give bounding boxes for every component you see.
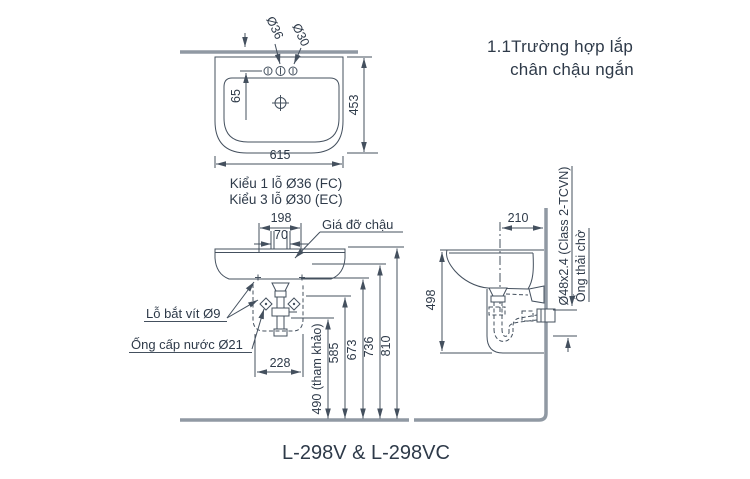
basin-outline-front — [214, 248, 346, 280]
front-view: 198 70 Giá đỡ chậu Lỗ bắt vít Ø9 Ống cấp… — [129, 211, 409, 422]
hole-ec-label: Ø30 — [289, 21, 312, 48]
dimension-bowl-bottom-673: 673 — [345, 279, 366, 419]
dim-198-label: 198 — [271, 211, 292, 225]
drain-spec-callout: Ø48x2.4 (Class 2-TCVN) — [557, 166, 575, 306]
supply-pipe-label: Ống cấp nước Ø21 — [131, 337, 243, 352]
p-trap-side — [488, 287, 538, 342]
waiting-drain-label: Ống thải chờ — [573, 230, 588, 302]
dimension-bolt-span-198: 198 — [258, 211, 302, 253]
waiting-drain-callout: Ống thải chờ — [573, 228, 590, 302]
dimension-hole-offset: 65 — [229, 70, 262, 120]
dim-210-label: 210 — [508, 211, 529, 225]
dim-585-label: 585 — [327, 343, 341, 364]
screw-hole-callout: Lỗ bắt vít Ø9 — [144, 281, 259, 322]
top-view: Ø36 Ø30 65 453 615 Kiểu 1 lỗ Ø36 (FC) Ki… — [180, 14, 378, 207]
height-extension-lines — [291, 246, 404, 319]
dim-498-label: 498 — [424, 290, 438, 311]
heading-line-2: chân chậu ngắn — [510, 60, 634, 79]
dimension-height-498: 498 — [424, 249, 492, 354]
wall-bracket-side — [528, 285, 545, 304]
dimension-bracket-height-736: 736 — [362, 265, 383, 419]
bracket-callout: Giá đỡ chậu — [294, 217, 403, 259]
dim-228-label: 228 — [270, 356, 291, 370]
drain-spec-label: Ø48x2.4 (Class 2-TCVN) — [557, 167, 571, 306]
overflow-drain-icon — [272, 95, 289, 111]
heading-line-1: 1.1Trường hợp lắp — [487, 37, 633, 56]
dim-453-label: 453 — [347, 95, 361, 116]
supply-pipe-marks — [259, 297, 301, 311]
dimension-trap-height-585: 585 — [327, 297, 348, 419]
dim-810-label: 810 — [379, 336, 393, 357]
model-title: L-298V & L-298VC — [282, 442, 450, 464]
dim-490-label: 490 (tham khảo) — [310, 323, 324, 414]
dimension-drain-to-wall-210: 210 — [502, 211, 543, 231]
basin-profile-side — [446, 249, 544, 290]
dimension-bracket-span-70: 70 — [254, 228, 308, 247]
side-view: 210 498 Ø48x2.4 (Class 2-TCVN) Ống thải … — [414, 166, 590, 422]
supply-pipe-callout: Ống cấp nước Ø21 — [129, 308, 265, 353]
dimension-width-615: 615 — [214, 148, 344, 168]
basin-inner-bowl-top — [223, 77, 340, 143]
dimension-rim-height-810: 810 — [379, 248, 400, 419]
bracket-bolt-line — [505, 293, 529, 296]
dim-70-label: 70 — [274, 228, 288, 242]
hole-fc-label: Ø36 — [263, 14, 286, 41]
section-heading: 1.1Trường hợp lắp chân chậu ngắn — [487, 37, 634, 79]
drain-assembly-front — [271, 282, 297, 337]
dim-615-label: 615 — [270, 148, 291, 162]
top-view-caption-1: Kiểu 1 lỗ Ø36 (FC) — [230, 176, 343, 191]
faucet-holes-icon — [263, 66, 298, 76]
dimension-pedestal-width-228: 228 — [254, 334, 304, 377]
dimension-supply-height-490: 490 (tham khảo) — [310, 319, 331, 419]
wall-and-floor-side-view — [414, 208, 548, 422]
screw-hole-label: Lỗ bắt vít Ø9 — [146, 306, 220, 321]
top-view-caption-2: Kiểu 3 lỗ Ø30 (EC) — [229, 192, 342, 207]
dim-65-label: 65 — [229, 89, 243, 103]
dimension-depth-453: 453 — [347, 56, 378, 154]
bracket-label: Giá đỡ chậu — [322, 217, 393, 232]
pedestal-outline-front — [252, 284, 304, 332]
dim-673-label: 673 — [345, 340, 359, 361]
pedestal-outline-side — [486, 289, 544, 354]
waiting-drain-stub — [536, 308, 577, 352]
dim-736-label: 736 — [362, 337, 376, 358]
